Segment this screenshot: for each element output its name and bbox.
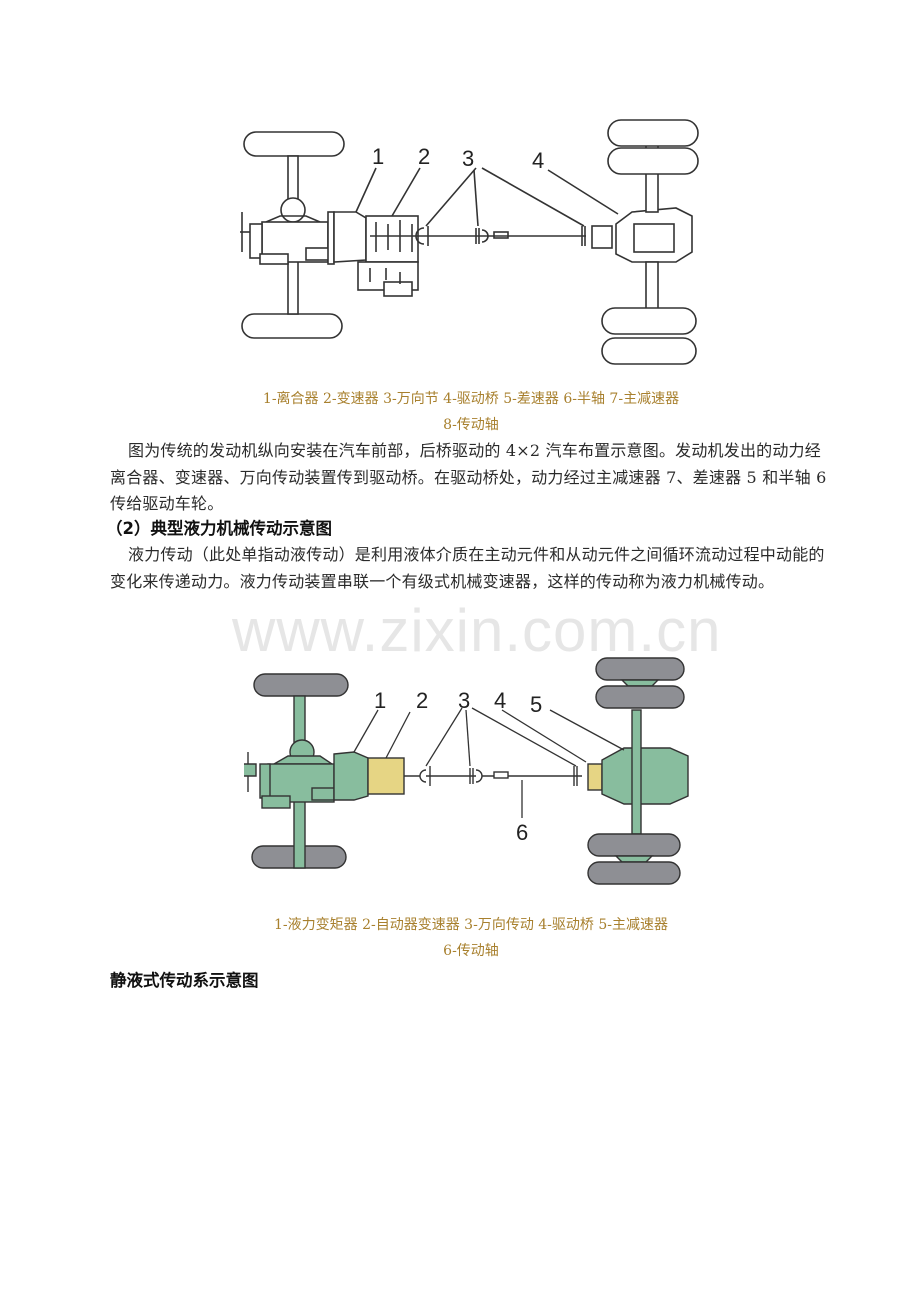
section-heading-hydrostatic: 静液式传动系示意图 <box>110 971 259 990</box>
figure1-caption: 1-离合器 2-变速器 3-万向节 4-驱动桥 5-差速器 6-半轴 7-主减速… <box>110 386 832 438</box>
front-left-tire <box>253 673 349 697</box>
figure1-caption-line2: 8-传动轴 <box>443 417 499 433</box>
figure1-label-2: 2 <box>418 144 430 169</box>
automatic-gearbox <box>367 757 405 795</box>
figure2-caption-line1: 1-液力变矩器 2-自动器变速器 3-万向传动 4-驱动桥 5-主减速器 <box>274 917 668 933</box>
figure1-label-3: 3 <box>462 146 474 171</box>
drivetrain-line-diagram: 1 2 3 4 <box>240 119 699 365</box>
torque-converter <box>333 751 369 801</box>
hydromechanical-color-diagram: 1 2 3 4 5 6 <box>244 657 689 885</box>
final-drive-housing <box>601 747 689 805</box>
drive-axle-input <box>587 763 603 791</box>
figure2-label-2: 2 <box>416 688 428 713</box>
paragraph-4x2-layout: 图为传统的发动机纵向安装在汽车前部，后桥驱动的 4×2 汽车布置示意图。发动机发… <box>110 441 827 513</box>
figure2-label-6: 6 <box>516 820 528 845</box>
figure-hydromechanical-drivetrain: 1 2 3 4 5 6 <box>240 652 700 892</box>
section-heading-hydromechanical: （2）典型液力机械传动示意图 <box>106 519 332 538</box>
figure2-caption: 1-液力变矩器 2-自动器变速器 3-万向传动 4-驱动桥 5-主减速器 6-传… <box>110 912 832 964</box>
figure2-label-5: 5 <box>530 692 542 717</box>
watermark: www.zixin.com.cn <box>232 597 722 664</box>
figure-mechanical-drivetrain: 1 2 3 4 <box>236 112 716 372</box>
figure2-label-3: 3 <box>458 688 470 713</box>
figure1-caption-line1: 1-离合器 2-变速器 3-万向节 4-驱动桥 5-差速器 6-半轴 7-主减速… <box>262 391 680 407</box>
figure2-label-1: 1 <box>374 688 386 713</box>
figure1-label-1: 1 <box>372 144 384 169</box>
figure2-label-4: 4 <box>494 688 506 713</box>
figure2-caption-line2: 6-传动轴 <box>443 943 499 959</box>
paragraph-hydraulic-transmission: 液力传动（此处单指动液传动）是利用液体介质在主动元件和从动元件之间循环流动过程中… <box>110 545 825 591</box>
figure1-label-4: 4 <box>532 148 544 173</box>
